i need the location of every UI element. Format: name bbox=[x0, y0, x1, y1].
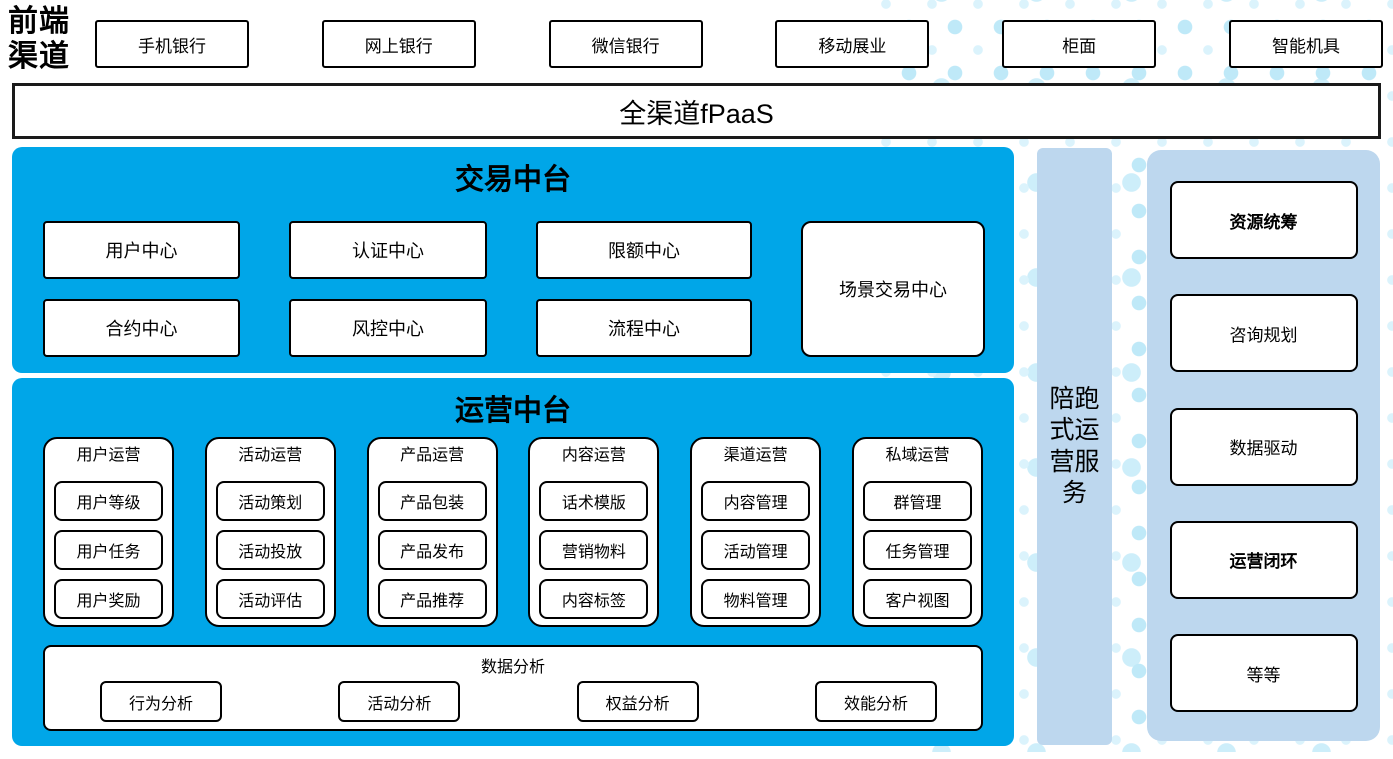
ops-column-channel: 渠道运营 内容管理 活动管理 物料管理 bbox=[690, 437, 822, 627]
etc-box: 等等 bbox=[1169, 634, 1358, 712]
trade-platform-section: 交易中台 用户中心 合约中心 认证中心 风控中心 限额中心 流程中心 场景交易中… bbox=[12, 147, 1014, 373]
ops-item-box: 客户视图 bbox=[862, 578, 972, 619]
ops-closed-loop-box: 运营闭环 bbox=[1169, 520, 1358, 599]
ops-column-title: 内容运营 bbox=[561, 447, 626, 464]
ops-item-box: 产品推荐 bbox=[377, 578, 487, 619]
companion-service-bar: 陪跑式运营服务 bbox=[1037, 148, 1112, 745]
channel-box-mobile-marketing: 移动展业 bbox=[775, 20, 930, 68]
ops-column-user: 用户运营 用户等级 用户任务 用户奖励 bbox=[43, 437, 174, 627]
ops-column-title: 渠道运营 bbox=[723, 447, 788, 464]
ops-item-box: 活动投放 bbox=[215, 529, 325, 570]
channel-row: 手机银行 网上银行 微信银行 移动展业 柜面 智能机具 bbox=[95, 20, 1383, 68]
ops-item-box: 任务管理 bbox=[862, 529, 972, 570]
resource-coordination-box: 资源统筹 bbox=[1169, 181, 1358, 259]
auth-center-box: 认证中心 bbox=[289, 221, 487, 279]
channel-box-wechat-banking: 微信银行 bbox=[548, 20, 703, 68]
ops-item-box: 营销物料 bbox=[539, 529, 649, 570]
ops-item-box: 群管理 bbox=[862, 480, 972, 521]
companion-service-label: 陪跑式运营服务 bbox=[1049, 384, 1100, 508]
fpaas-bar: 全渠道fPaaS bbox=[12, 83, 1381, 139]
ops-column-activity: 活动运营 活动策划 活动投放 活动评估 bbox=[204, 437, 336, 627]
ops-column-title: 用户运营 bbox=[76, 447, 141, 464]
user-center-box: 用户中心 bbox=[43, 221, 240, 279]
channel-box-online-banking: 网上银行 bbox=[321, 20, 476, 68]
ops-item-box: 产品发布 bbox=[377, 529, 487, 570]
ops-column-product: 产品运营 产品包装 产品发布 产品推荐 bbox=[366, 437, 498, 627]
ops-item-box: 内容标签 bbox=[539, 578, 649, 619]
consulting-planning-box: 咨询规划 bbox=[1169, 294, 1358, 373]
ops-column-content: 内容运营 话术模版 营销物料 内容标签 bbox=[528, 437, 660, 627]
trade-column-2: 认证中心 风控中心 bbox=[289, 221, 487, 357]
rights-analysis-box: 权益分析 bbox=[576, 681, 699, 722]
efficiency-analysis-box: 效能分析 bbox=[814, 681, 937, 722]
data-analysis-panel: 数据分析 行为分析 活动分析 权益分析 效能分析 bbox=[43, 645, 983, 731]
service-panel: 资源统筹 咨询规划 数据驱动 运营闭环 等等 bbox=[1147, 150, 1380, 741]
channel-box-smart-devices: 智能机具 bbox=[1228, 20, 1383, 68]
ops-item-box: 话术模版 bbox=[539, 480, 649, 521]
trade-platform-content: 用户中心 合约中心 认证中心 风控中心 限额中心 流程中心 场景交易中心 bbox=[12, 221, 1014, 357]
data-analysis-title: 数据分析 bbox=[480, 659, 545, 676]
ops-column-title: 活动运营 bbox=[238, 447, 303, 464]
ops-item-box: 活动策划 bbox=[215, 480, 325, 521]
trade-column-3: 限额中心 流程中心 bbox=[536, 221, 752, 357]
ops-column-title: 产品运营 bbox=[400, 447, 465, 464]
scene-trade-center-box: 场景交易中心 bbox=[801, 221, 985, 357]
ops-item-box: 产品包装 bbox=[377, 480, 487, 521]
channel-box-mobile-banking: 手机银行 bbox=[95, 20, 249, 68]
data-analysis-row: 行为分析 活动分析 权益分析 效能分析 bbox=[100, 681, 937, 722]
ops-item-box: 活动评估 bbox=[215, 578, 325, 619]
trade-column-1: 用户中心 合约中心 bbox=[43, 221, 240, 357]
frontend-channels-label: 前端渠道 bbox=[8, 5, 70, 74]
ops-platform-section: 运营中台 用户运营 用户等级 用户任务 用户奖励 活动运营 活动策划 活动投放 … bbox=[12, 378, 1014, 746]
data-driven-box: 数据驱动 bbox=[1169, 407, 1358, 486]
ops-item-box: 物料管理 bbox=[701, 578, 811, 619]
ops-item-box: 活动管理 bbox=[701, 529, 811, 570]
process-center-box: 流程中心 bbox=[536, 299, 752, 357]
trade-platform-title: 交易中台 bbox=[454, 164, 571, 196]
ops-platform-title: 运营中台 bbox=[454, 395, 571, 427]
activity-analysis-box: 活动分析 bbox=[338, 681, 461, 722]
ops-item-box: 内容管理 bbox=[701, 480, 811, 521]
channel-box-counter: 柜面 bbox=[1002, 20, 1157, 68]
contract-center-box: 合约中心 bbox=[43, 299, 240, 357]
risk-center-box: 风控中心 bbox=[289, 299, 487, 357]
ops-item-box: 用户任务 bbox=[54, 529, 163, 570]
behavior-analysis-box: 行为分析 bbox=[100, 681, 222, 722]
ops-column-title: 私域运营 bbox=[885, 447, 950, 464]
ops-item-box: 用户等级 bbox=[54, 480, 163, 521]
ops-columns-row: 用户运营 用户等级 用户任务 用户奖励 活动运营 活动策划 活动投放 活动评估 … bbox=[43, 437, 983, 627]
ops-item-box: 用户奖励 bbox=[54, 578, 163, 619]
limit-center-box: 限额中心 bbox=[536, 221, 752, 279]
ops-column-private-domain: 私域运营 群管理 任务管理 客户视图 bbox=[851, 437, 983, 627]
